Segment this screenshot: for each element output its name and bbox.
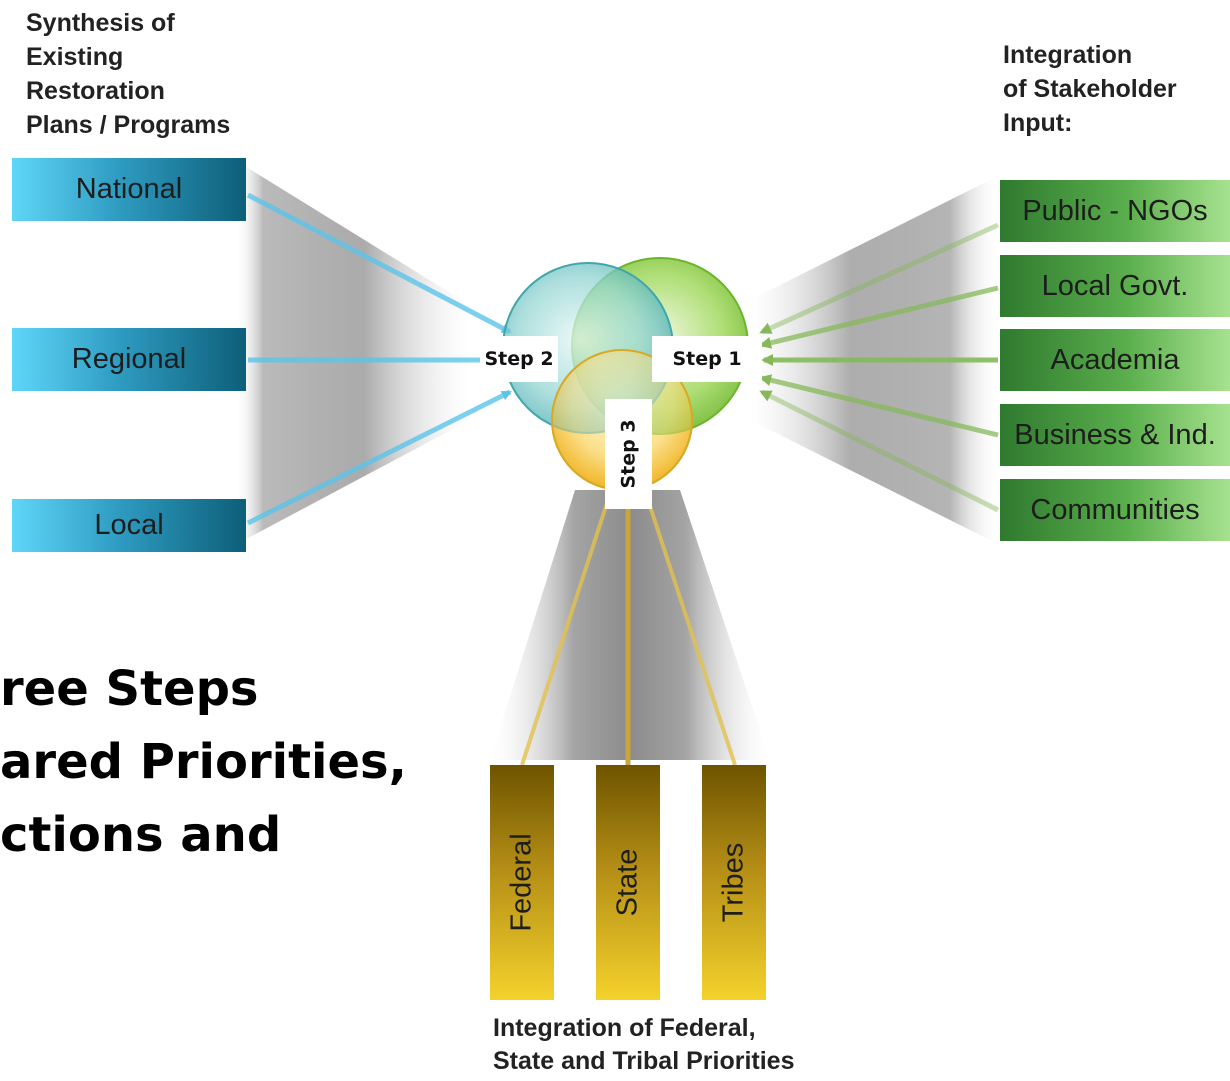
- heading-bottom-line: State and Tribal Priorities: [493, 1047, 795, 1075]
- step-3-text: Step 3: [617, 419, 640, 489]
- heading-synthesis: Synthesis of Existing Restoration Plans …: [26, 6, 230, 142]
- big-text-line-1: ree Steps: [0, 661, 259, 717]
- arrow-business: [759, 374, 999, 438]
- box-regional: Regional: [12, 328, 246, 391]
- arrow-local: [246, 389, 512, 526]
- arrow-local-govt: [759, 285, 999, 349]
- big-text-line-2: ared Priorities,: [0, 734, 407, 790]
- box-local: Local: [12, 499, 246, 552]
- three-steps-text: ree Steps ared Priorities, ctions and: [0, 653, 407, 872]
- box-tribes: Tribes: [702, 765, 766, 1000]
- heading-stakeholder-line: of Stakeholder: [1003, 75, 1177, 103]
- line-federal: [520, 499, 610, 766]
- heading-stakeholder: Integration of Stakeholder Input:: [1003, 38, 1177, 140]
- left-fan: [235, 160, 470, 545]
- box-tribes-label: Tribes: [717, 842, 750, 923]
- step-3-label: Step 3: [605, 399, 652, 509]
- box-academia: Academia: [1000, 329, 1230, 391]
- step-1-label: Step 1: [652, 336, 762, 382]
- arrow-public: [759, 222, 1000, 335]
- heading-stakeholder-line: Integration: [1003, 41, 1133, 69]
- heading-federal-state-tribal: Integration of Federal, State and Tribal…: [493, 1012, 794, 1078]
- box-federal-label: Federal: [505, 833, 538, 932]
- box-federal: Federal: [490, 765, 554, 1000]
- step-2-label: Step 2: [480, 336, 558, 382]
- heading-stakeholder-line: Input:: [1003, 109, 1073, 137]
- box-communities: Communities: [1000, 479, 1230, 541]
- box-national: National: [12, 158, 246, 221]
- box-state: State: [596, 765, 660, 1000]
- heading-synthesis-line: Existing: [26, 43, 124, 71]
- heading-bottom-line: Integration of Federal,: [493, 1014, 756, 1042]
- heading-synthesis-line: Synthesis of: [26, 9, 175, 37]
- arrow-national: [246, 192, 512, 335]
- box-business-ind: Business & Ind.: [1000, 404, 1230, 466]
- box-local-govt: Local Govt.: [1000, 255, 1230, 317]
- box-public-ngos: Public - NGOs: [1000, 180, 1230, 242]
- box-state-label: State: [611, 848, 644, 917]
- big-text-line-3: ctions and: [0, 807, 282, 863]
- arrow-communities: [759, 389, 1000, 513]
- line-tribes: [646, 499, 737, 766]
- heading-synthesis-line: Plans / Programs: [26, 111, 231, 139]
- heading-synthesis-line: Restoration: [26, 77, 165, 105]
